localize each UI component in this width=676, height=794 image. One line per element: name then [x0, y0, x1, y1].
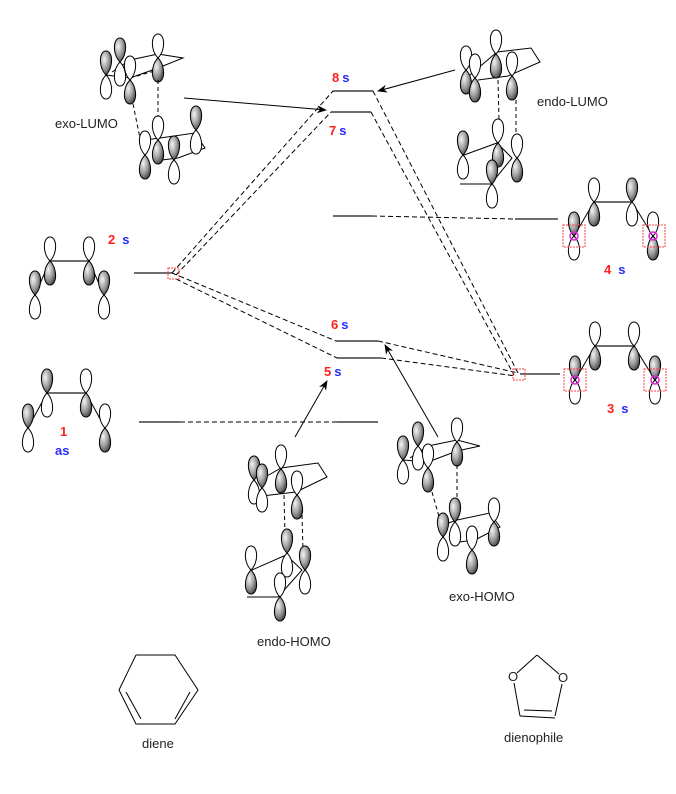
orbital-1-label: 1: [60, 424, 67, 439]
endo-lumo-drawing: [456, 29, 541, 209]
exo-lumo-drawing: [99, 33, 206, 185]
oxygen-atom-left: O: [508, 669, 519, 684]
dienophile-orbital-3: [563, 321, 667, 405]
arrow-exo-lumo-to-7: [183, 97, 327, 114]
dienophile-label: dienophile: [504, 730, 564, 745]
orbital-7-number: 7: [329, 123, 337, 138]
arrow-exo-homo-to-6: [384, 344, 439, 438]
orbital-4-symmetry: s: [618, 262, 626, 277]
convergence-marker-right: [512, 368, 526, 381]
orbital-3-symmetry: s: [621, 401, 629, 416]
orbital-1-symmetry: as: [55, 443, 70, 458]
convergence-marker-left: [167, 267, 180, 280]
exo-lumo-label: exo-LUMO: [55, 116, 118, 131]
orbital-5-number: 5: [324, 364, 332, 379]
oxygen-atom-right: O: [558, 670, 569, 685]
correlation-lines: [171, 90, 519, 423]
orbital-2-symmetry: s: [122, 232, 130, 247]
orbital-8-number: 8: [332, 70, 340, 85]
diene-orbital-1: [21, 368, 112, 453]
diene-orbital-2: [28, 236, 111, 320]
endo-homo-label: endo-HOMO: [257, 634, 331, 649]
endo-lumo-label: endo-LUMO: [537, 94, 608, 109]
orbital-1-number: 1: [60, 424, 68, 439]
energy-levels: [134, 90, 560, 423]
orbital-3-number: 3: [607, 401, 615, 416]
orbital-6-symmetry: s: [341, 317, 349, 332]
orbital-8-symmetry: s: [342, 70, 350, 85]
orbital-4-number: 4: [604, 262, 612, 277]
arrow-endo-lumo-to-8: [377, 69, 456, 93]
endo-homo-drawing: [244, 444, 328, 622]
orbital-6-number: 6: [331, 317, 339, 332]
dienophile-structure: [513, 654, 563, 719]
orbital-7-symmetry: s: [339, 123, 347, 138]
diene-label: diene: [142, 736, 174, 751]
interaction-arrows: [183, 69, 456, 438]
exo-homo-label: exo-HOMO: [449, 589, 515, 604]
dienophile-orbital-4: [562, 177, 666, 261]
exo-homo-drawing: [396, 417, 501, 575]
orbital-5-symmetry: s: [334, 364, 342, 379]
arrow-endo-homo-to-5: [294, 380, 328, 438]
diene-structure: [118, 654, 199, 725]
orbital-2-number: 2: [108, 232, 116, 247]
